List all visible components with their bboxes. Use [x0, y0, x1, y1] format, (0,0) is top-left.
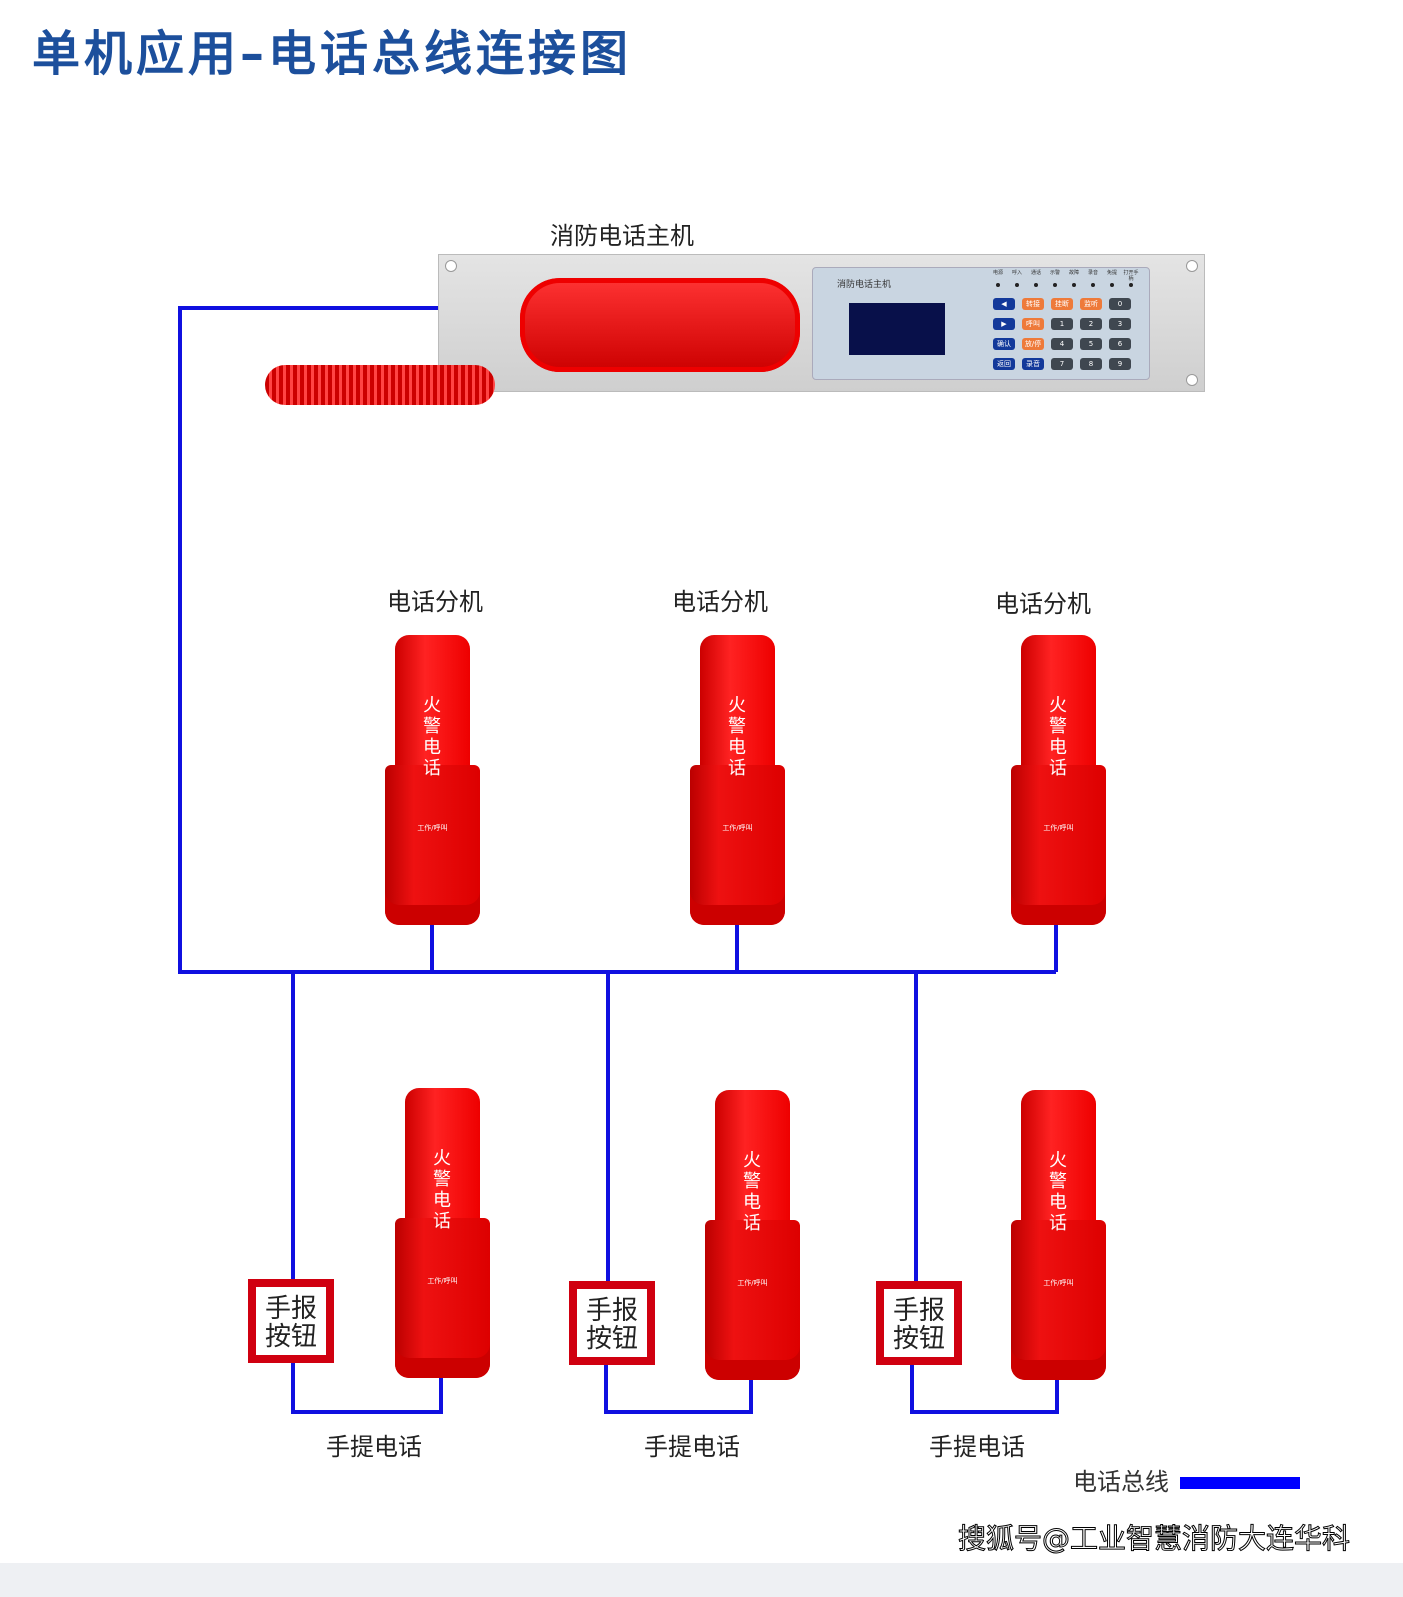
keypad-key[interactable]: 放/停 [1022, 338, 1044, 350]
led-label: 示警 [1049, 270, 1060, 276]
extension-label-3: 电话分机 [995, 590, 1091, 618]
keypad-key[interactable]: 0 [1109, 298, 1131, 310]
phone-text: 火警电话 [728, 695, 746, 779]
phone-small-label: 工作/呼叫 [1043, 1279, 1074, 1287]
led-indicator [1129, 283, 1133, 287]
status-led: 电源 [989, 270, 1007, 287]
portable-phone-2: 火警电话工作/呼叫 [705, 1090, 800, 1380]
extension-label-2: 电话分机 [672, 588, 768, 616]
mount-hole [445, 260, 457, 272]
mount-hole [1186, 260, 1198, 272]
led-indicator [1034, 283, 1038, 287]
led-indicator [1072, 283, 1076, 287]
keypad-key[interactable]: 4 [1051, 338, 1073, 350]
keypad-key[interactable]: 9 [1109, 358, 1131, 370]
led-indicator [1091, 283, 1095, 287]
led-indicator [1110, 283, 1114, 287]
bus-wire-host [178, 306, 1056, 974]
bottom-strip [0, 1563, 1403, 1597]
portable-label-2: 手提电话 [644, 1433, 740, 1461]
phone-text: 火警电话 [1049, 695, 1067, 779]
status-led: 示警 [1046, 270, 1064, 287]
host-handset [520, 278, 800, 372]
manual-alarm-button-3: 手报按钮 [876, 1281, 962, 1365]
led-label: 录音 [1087, 270, 1098, 276]
keypad-key[interactable]: 8 [1080, 358, 1102, 370]
keypad-key[interactable]: 确认 [993, 338, 1015, 350]
portable-phone-3: 火警电话工作/呼叫 [1011, 1090, 1106, 1380]
led-indicator [996, 283, 1000, 287]
keypad-key[interactable]: 转接 [1022, 298, 1044, 310]
mount-hole [1186, 374, 1198, 386]
keypad-key[interactable]: 3 [1109, 318, 1131, 330]
phone-small-label: 工作/呼叫 [1043, 824, 1074, 832]
portable-label-1: 手提电话 [326, 1433, 422, 1461]
manual-alarm-button-2: 手报按钮 [569, 1281, 655, 1365]
keypad-key[interactable]: 呼叫 [1022, 318, 1044, 330]
keypad-key[interactable]: 监听 [1080, 298, 1102, 310]
status-led: 通话 [1027, 270, 1045, 287]
status-leds: 电源 呼入 通话 示警 故障 录音 免提打开手柄 [989, 270, 1140, 287]
phone-text: 火警电话 [433, 1148, 451, 1232]
portable-wire-3 [910, 1365, 1059, 1414]
led-label: 电源 [992, 270, 1003, 276]
led-indicator [1015, 283, 1019, 287]
led-label: 通话 [1030, 270, 1041, 276]
watermark: 搜狐号@工业智慧消防大连华科 [957, 1522, 1351, 1556]
phone-text: 火警电话 [1049, 1150, 1067, 1234]
portable-label-3: 手提电话 [929, 1433, 1025, 1461]
status-led: 录音 [1084, 270, 1102, 287]
panel-title: 消防电话主机 [837, 280, 892, 290]
keypad-key[interactable]: 6 [1109, 338, 1131, 350]
coiled-cord [265, 365, 495, 405]
led-label: 免提 [1106, 270, 1117, 276]
portable-phone-1: 火警电话工作/呼叫 [395, 1088, 490, 1378]
status-led: 免提 [1103, 270, 1121, 287]
portable-wire-2 [604, 1365, 753, 1414]
led-label: 打开手柄 [1123, 270, 1139, 282]
keypad-key[interactable]: 1 [1051, 318, 1073, 330]
portable-wire-1 [291, 1363, 443, 1414]
keypad-key[interactable]: 录音 [1022, 358, 1044, 370]
keypad-key[interactable]: ◀ [993, 298, 1015, 310]
keypad-key[interactable]: 挂断 [1051, 298, 1073, 310]
keypad-key[interactable]: 2 [1080, 318, 1102, 330]
status-led: 故障 [1065, 270, 1083, 287]
extension-label-1: 电话分机 [387, 588, 483, 616]
status-led: 打开手柄 [1122, 270, 1140, 287]
extension-phone-2: 火警电话工作/呼叫 [690, 635, 785, 925]
phone-small-label: 工作/呼叫 [722, 824, 753, 832]
legend-line-swatch [1180, 1477, 1300, 1489]
led-indicator [1053, 283, 1057, 287]
phone-text: 火警电话 [423, 695, 441, 779]
status-led: 呼入 [1008, 270, 1026, 287]
keypad-key[interactable]: 7 [1051, 358, 1073, 370]
phone-small-label: 工作/呼叫 [737, 1279, 768, 1287]
legend-label: 电话总线 [1073, 1468, 1169, 1496]
phone-small-label: 工作/呼叫 [417, 824, 448, 832]
page-title: 单机应用–电话总线连接图 [32, 26, 633, 82]
phone-text: 火警电话 [743, 1150, 761, 1234]
manual-alarm-button-1: 手报按钮 [248, 1279, 334, 1363]
keypad-key[interactable]: 5 [1080, 338, 1102, 350]
lcd-screen [849, 303, 945, 355]
led-label: 呼入 [1011, 270, 1022, 276]
led-label: 故障 [1068, 270, 1079, 276]
phone-small-label: 工作/呼叫 [427, 1277, 458, 1285]
keypad-key[interactable]: ▶ [993, 318, 1015, 330]
keypad-key[interactable]: 返回 [993, 358, 1015, 370]
host-label: 消防电话主机 [550, 222, 694, 250]
extension-phone-1: 火警电话工作/呼叫 [385, 635, 480, 925]
extension-phone-3: 火警电话工作/呼叫 [1011, 635, 1106, 925]
